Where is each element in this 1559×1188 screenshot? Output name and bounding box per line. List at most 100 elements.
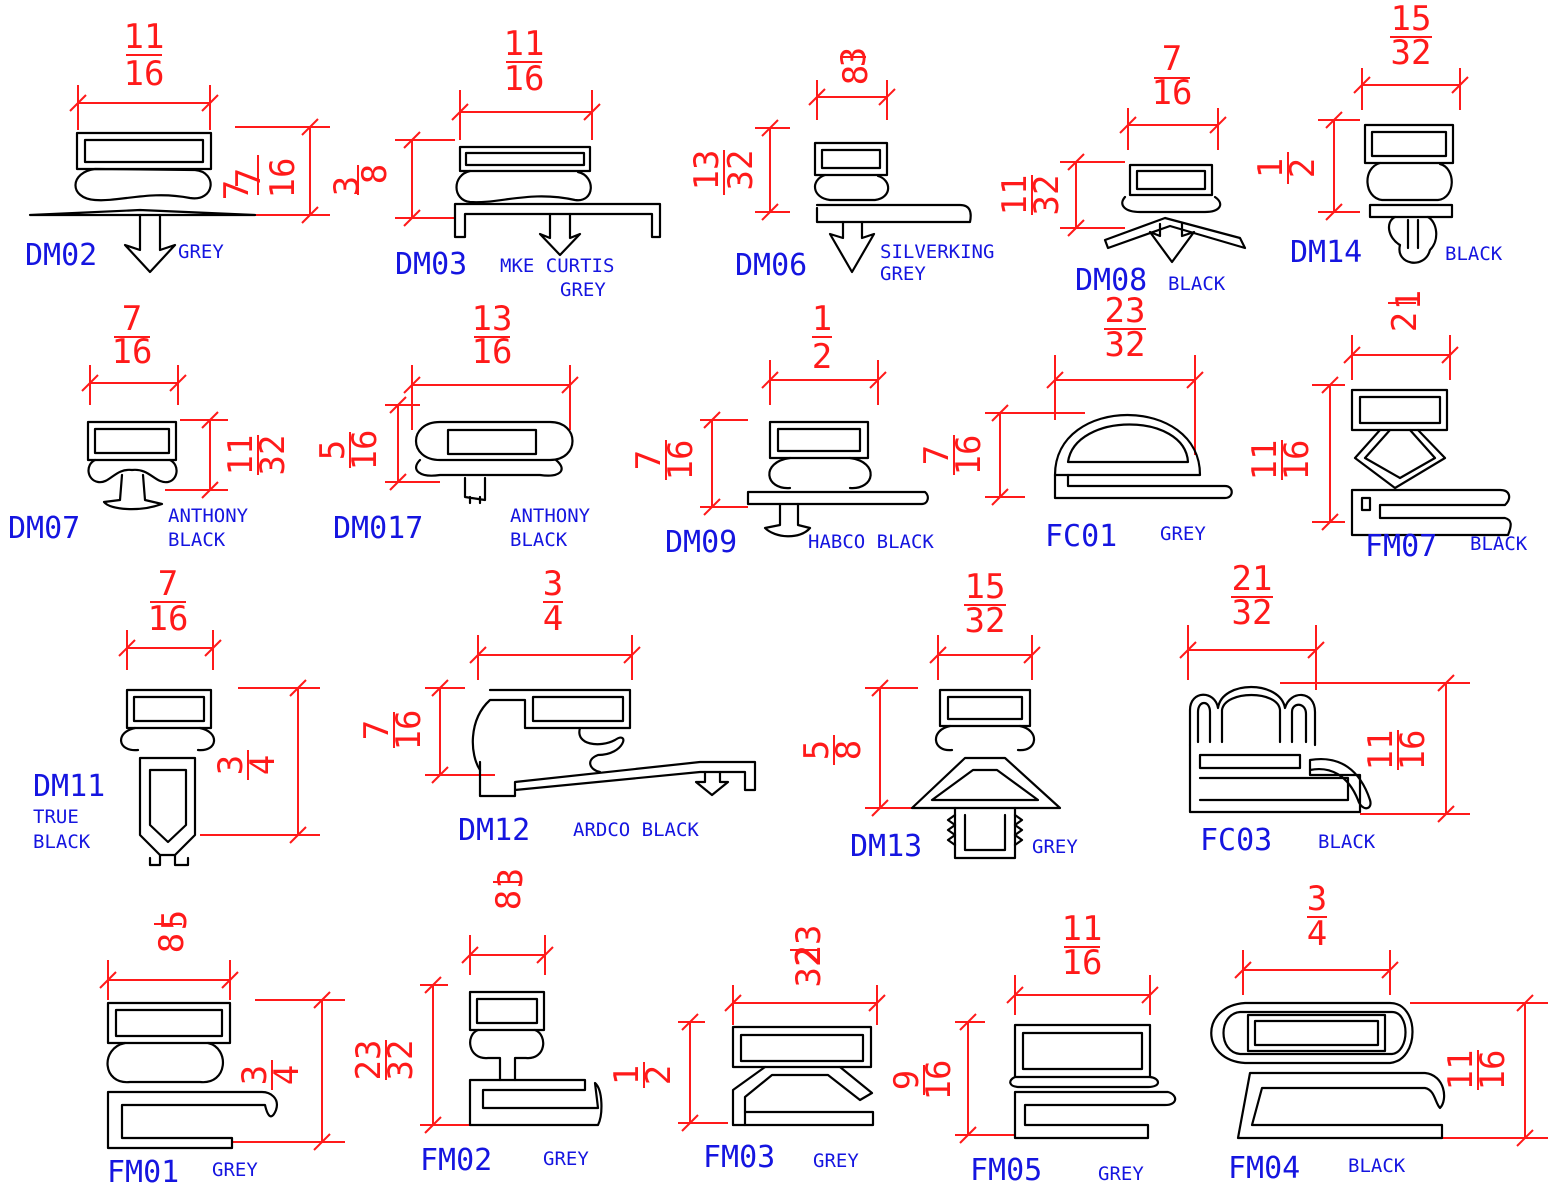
- width-dimension: 11 16: [451, 24, 601, 140]
- width-dimension: 7 16: [81, 299, 187, 405]
- gasket-code: DM03: [395, 247, 467, 282]
- gasket-fm01: 5 8 3 4 FM01 GREY: [99, 910, 345, 1188]
- width-dimension: 15 32: [1353, 0, 1469, 110]
- width-numerator: 15: [965, 567, 1006, 607]
- gasket-code: FC01: [1045, 519, 1117, 554]
- height-dimension: 13 32: [687, 119, 790, 221]
- height-denominator-v: 4: [243, 755, 283, 775]
- gasket-code: DM14: [1290, 235, 1362, 270]
- height-denominator-v: 16: [919, 1060, 959, 1101]
- gasket-note: BLACK: [1470, 533, 1528, 555]
- gasket-fc01: 23 32 7 16 FC01 GREY: [917, 291, 1233, 554]
- gasket-dm14: 15 32 1 2 DM14 BLACK: [1251, 0, 1503, 270]
- height-numerator-v: 3: [235, 1065, 275, 1085]
- height-dimension: 7 16: [629, 411, 748, 516]
- profile-drawing: [106, 1001, 278, 1150]
- height-dimension: 5 8: [797, 679, 918, 817]
- width-denominator: 4: [543, 599, 563, 639]
- profile-drawing: [471, 688, 757, 798]
- gasket-note-2: GREY: [880, 263, 926, 285]
- gasket-code: DM06: [735, 248, 807, 283]
- height-numerator-v: 11: [1441, 1050, 1481, 1091]
- width-numerator: 11: [124, 17, 165, 57]
- gasket-code: FM05: [970, 1153, 1042, 1188]
- width-dimension: 7 16: [1119, 39, 1227, 150]
- height-denominator-v: 16: [949, 435, 989, 476]
- gasket-code: DM11: [33, 769, 105, 804]
- width-dimension: 11 16: [1006, 909, 1159, 1015]
- gasket-dm03: 11 16 3 8 DM03 MKE CURTIS GREY: [327, 24, 662, 301]
- height-numerator-v: 11: [221, 435, 261, 476]
- height-dimension: 1 2: [1251, 111, 1360, 221]
- gasket-fm07: 1 2 11 16 FM07 BLACK: [1245, 290, 1528, 564]
- width-numerator: 7: [1162, 39, 1182, 79]
- gasket-code: DM13: [850, 829, 922, 864]
- width-denominator-v: 8: [152, 933, 192, 953]
- width-dimension: 15 32: [929, 567, 1041, 680]
- gasket-code: FM03: [703, 1140, 775, 1175]
- profile-drawing: [28, 131, 257, 274]
- height-dimension: 7 16: [357, 679, 495, 784]
- width-dimension: 1 2: [1343, 290, 1459, 380]
- height-denominator-v: 8: [355, 164, 395, 184]
- height-dimension: 9 16: [887, 1013, 1015, 1144]
- width-denominator: 32: [1232, 593, 1273, 633]
- width-denominator: 16: [504, 59, 545, 99]
- gasket-code: DM08: [1075, 263, 1147, 298]
- width-numerator: 11: [1062, 909, 1103, 949]
- height-denominator-v: 32: [721, 150, 761, 191]
- height-dimension: 3 4: [200, 679, 320, 844]
- profile-drawing: [415, 420, 574, 505]
- gasket-dm017: 13 16 5 16 DM017 ANTHONY BLACK: [313, 299, 591, 551]
- width-numerator: 1: [812, 299, 832, 339]
- width-dimension: 7 16: [118, 564, 222, 670]
- profile-drawing: [1053, 413, 1233, 500]
- height-denominator-v: 8: [829, 740, 869, 760]
- width-denominator: 32: [1105, 325, 1146, 365]
- height-dimension: 7 7 16: [217, 118, 330, 224]
- height-dimension: 3 8: [327, 131, 455, 227]
- profile-drawing: [468, 990, 603, 1127]
- height-dimension: 3 4: [232, 991, 345, 1151]
- height-denominator-v: 32: [1027, 175, 1067, 216]
- width-denominator-v: 8: [836, 65, 876, 85]
- height-numerator-v: 5: [313, 440, 353, 460]
- height-denominator-v: 32: [381, 1040, 421, 1081]
- width-denominator-v: 2: [1385, 312, 1425, 332]
- gasket-dm13: 15 32 5 8 DM13 GREY: [797, 567, 1078, 864]
- gasket-note: GREY: [1160, 523, 1206, 545]
- width-numerator: 3: [543, 564, 563, 604]
- height-denominator-v: 16: [1277, 440, 1317, 481]
- gasket-dm12: 3 4 7 16 DM12 ARDCO BLACK: [357, 564, 757, 848]
- gasket-note-2: GREY: [560, 279, 606, 301]
- width-denominator-v: 32: [789, 947, 829, 988]
- width-dimension: 23 32: [1046, 291, 1204, 455]
- height-denominator-v: 16: [661, 440, 701, 481]
- height-numerator-v: 1: [607, 1065, 647, 1085]
- height-numerator-v: 11: [1361, 730, 1401, 771]
- gasket-fm05: 11 16 9 16 FM05 GREY: [887, 909, 1177, 1188]
- gasket-note: HABCO BLACK: [808, 531, 934, 553]
- profile-drawing: [453, 145, 662, 257]
- height-denominator-v: 16: [263, 158, 303, 199]
- width-numerator: 7: [158, 564, 178, 604]
- height-dimension: 11 16: [1280, 674, 1470, 823]
- height-numerator-v: 7: [917, 445, 957, 465]
- gasket-note-2: BLACK: [168, 529, 226, 551]
- profile-drawing: [1363, 123, 1455, 264]
- height-denominator-v: 2: [1283, 158, 1323, 178]
- height-numerator-v: 3: [211, 755, 251, 775]
- profile-drawing: [1350, 388, 1512, 537]
- height-numerator-v: 23: [349, 1040, 389, 1081]
- profile-drawing: [120, 688, 216, 867]
- gasket-dm09: 1 2 7 16 DM09 HABCO BLACK: [629, 299, 934, 560]
- width-numerator-v: 1: [1389, 290, 1429, 310]
- height-denominator-v: 16: [1473, 1050, 1513, 1091]
- height-numerator: 7: [217, 180, 257, 200]
- width-dimension: 3 8: [808, 47, 896, 120]
- gasket-note: GREY: [543, 1148, 589, 1170]
- width-denominator: 16: [148, 599, 189, 639]
- width-denominator: 2: [812, 337, 832, 377]
- height-numerator-v: 1: [1251, 158, 1291, 178]
